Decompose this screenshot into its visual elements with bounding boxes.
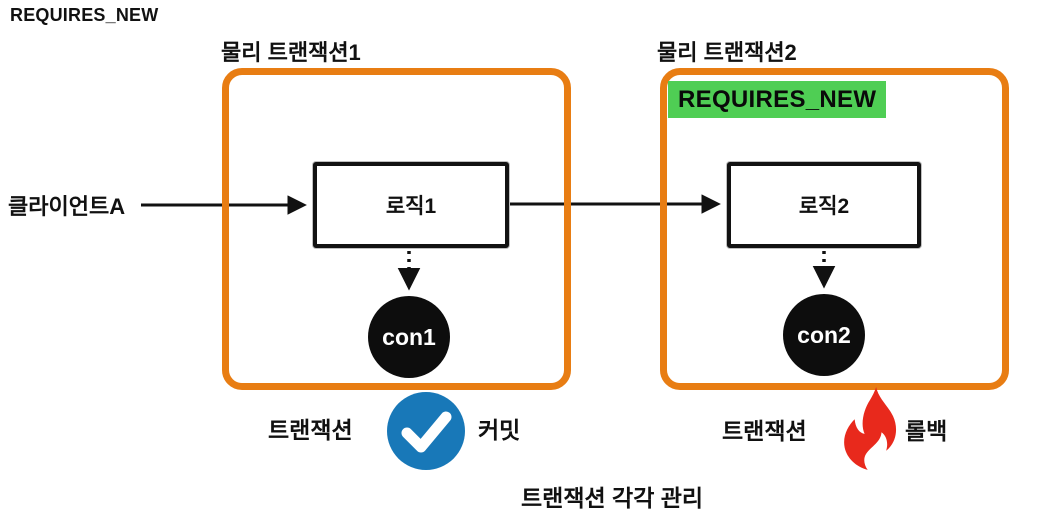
fire-icon [844,387,897,470]
con1-connection-circle: con1 [368,296,450,378]
tx2-title: 물리 트랜잭션2 [657,40,797,65]
tx2-boundary-box [660,68,1009,390]
con2-connection-circle: con2 [783,294,865,376]
requires-new-badge: REQUIRES_NEW [668,81,887,118]
logic1-label: 로직1 [385,195,437,218]
tx2-status-prefix: 트랜잭션 [722,418,807,444]
logic2-label: 로직2 [798,195,850,218]
logic1-box: 로직1 [313,162,509,248]
con1-label: con1 [382,323,436,350]
logic2-box: 로직2 [727,162,921,248]
check-icon [387,392,465,470]
tx1-status-prefix: 트랜잭션 [268,417,353,443]
client-label: 클라이언트A [8,194,126,219]
tx1-boundary-box [222,68,571,390]
requires-new-badge-label: REQUIRES_NEW [678,85,877,113]
page-title: REQUIRES_NEW [10,5,159,25]
tx1-title: 물리 트랜잭션1 [221,40,361,65]
tx2-status-label: 롤백 [905,418,948,444]
con2-label: con2 [797,321,851,348]
tx1-status-label: 커밋 [478,417,521,443]
footer-caption: 트랜잭션 각각 관리 [521,485,704,511]
